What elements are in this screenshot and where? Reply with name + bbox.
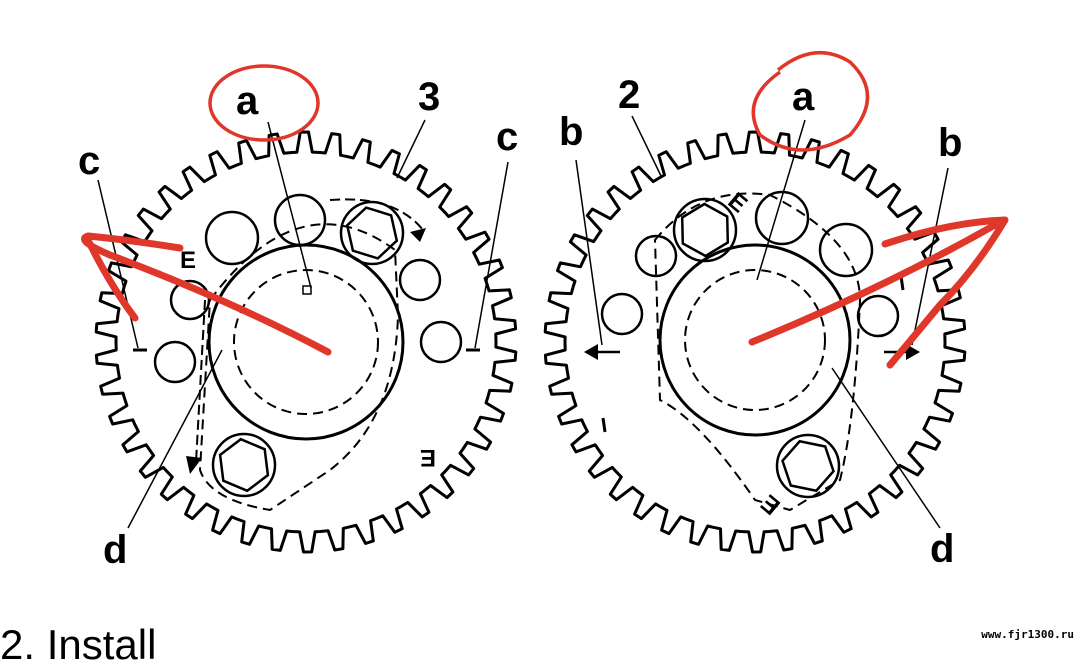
right-sprocket-hole [818, 222, 874, 278]
red-circle-right-a [751, 50, 870, 152]
label-left-c-right: c [496, 115, 518, 159]
left-sprocket: E E [94, 119, 518, 554]
arrow-icon [186, 456, 202, 474]
leader-line [396, 119, 426, 179]
label-left-a: a [236, 79, 259, 123]
right-sprocket-inner-dashed [684, 269, 826, 411]
arrow-icon [410, 228, 426, 242]
left-sprocket-hole [398, 258, 442, 302]
leader-line [631, 115, 663, 179]
left-sprocket-hole [169, 279, 211, 321]
right-sprocket-gear-outline [543, 130, 967, 554]
left-timing-notch [302, 285, 312, 295]
left-sprocket-hole [153, 340, 197, 384]
arrow-icon [584, 344, 598, 360]
right-sprocket-hole [856, 294, 900, 338]
leader-line [474, 161, 509, 349]
label-right-a: a [792, 75, 815, 119]
left-sprocket-hole [419, 320, 463, 364]
left-E-mark-bottom: E [420, 444, 436, 471]
sprocket-diagram: E E E E [78, 50, 1009, 572]
label-right-d: d [930, 527, 954, 571]
watermark: www.fjr1300.ru [981, 628, 1074, 641]
right-E-mark-top: E [723, 187, 753, 218]
red-arrow-right [748, 216, 1009, 369]
leader-line [575, 159, 603, 346]
label-left-c-left: c [78, 139, 100, 183]
right-sprocket-hole [754, 190, 810, 246]
right-E-mark-bottom: E [756, 489, 786, 520]
left-E-mark-top: E [180, 247, 196, 274]
right-sprocket-cam-dashed [653, 192, 862, 512]
leader-line [831, 367, 941, 529]
label-left-d: d [103, 528, 127, 572]
label-right-b-left: b [559, 110, 583, 154]
red-arrow-left [81, 232, 332, 356]
leader-line [97, 179, 139, 349]
right-sprocket: E E [543, 115, 967, 554]
caption-text: 2. Install [0, 621, 157, 668]
leader-line [756, 119, 806, 281]
right-sprocket-hole [634, 234, 678, 278]
left-sprocket-gear-outline [94, 130, 518, 554]
left-sprocket-cam-dashed [198, 223, 400, 512]
red-circle-left-a [208, 64, 320, 142]
hex-bolt-icon [211, 432, 277, 498]
hex-bolt-icon [339, 200, 405, 266]
hex-bolt-icon [775, 433, 841, 499]
red-annotations [81, 50, 1009, 369]
right-sprocket-hub [658, 243, 852, 437]
right-sprocket-hole [600, 292, 644, 336]
arrow-icon [329, 198, 424, 231]
left-sprocket-hole [204, 210, 260, 266]
label-right-b-right: b [938, 121, 962, 165]
leader-line [267, 121, 312, 289]
leader-line [127, 349, 223, 529]
hex-bolt-icon [672, 197, 738, 263]
arrow-icon [906, 344, 920, 360]
label-left-3: 3 [418, 75, 440, 119]
label-right-2: 2 [618, 73, 640, 117]
arrow-icon [195, 299, 206, 463]
right-mark-line [601, 417, 607, 433]
left-sprocket-hole [273, 193, 327, 247]
